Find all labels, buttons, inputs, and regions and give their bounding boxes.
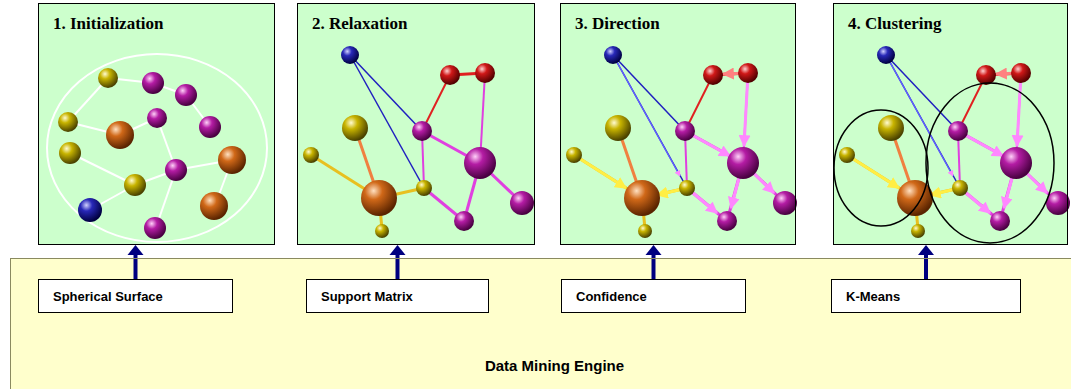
method-box: Support Matrix: [306, 279, 489, 313]
illustration-part: [144, 217, 166, 239]
method-box: K-Means: [831, 279, 1021, 313]
illustration-part: [560, 3, 796, 245]
method-box: Spherical Surface: [38, 279, 233, 313]
flow-arrow: [646, 245, 662, 279]
illustration-part: [833, 3, 1068, 245]
flow-arrow: [918, 245, 934, 279]
method-label: Confidence: [576, 289, 647, 304]
illustration-part: [926, 83, 1054, 243]
stage-panel: 3. Direction: [560, 3, 796, 245]
clustered-network: [839, 46, 1070, 238]
illustration-part: [200, 192, 228, 220]
illustration-part: [78, 198, 102, 222]
illustration-part: [58, 112, 78, 132]
illustration-part: [142, 72, 164, 94]
cluster-outlines: [834, 83, 1054, 243]
illustration-part: [147, 108, 167, 128]
stage-panel: 4. Clustering: [833, 3, 1068, 245]
flow-arrow: [128, 245, 144, 279]
illustration-part: [199, 116, 221, 138]
directed-network: [566, 46, 797, 238]
relaxed-network: [303, 46, 534, 238]
illustration-part: [106, 121, 134, 149]
method-label: Spherical Surface: [53, 289, 163, 304]
illustration-part: [303, 46, 534, 238]
arrow-head: [646, 245, 662, 255]
stage-title: 3. Direction: [575, 14, 660, 34]
method-label: K-Means: [846, 289, 900, 304]
illustration-part: [38, 3, 275, 245]
engine-title: Data Mining Engine: [11, 357, 1071, 374]
illustration-part: [165, 159, 187, 181]
arrow-head: [128, 245, 144, 255]
stage-panel: 2. Relaxation: [297, 3, 535, 245]
illustration-part: [175, 84, 197, 106]
illustration-part: [839, 46, 1070, 238]
illustration-part: [218, 146, 246, 174]
stage-title: 2. Relaxation: [312, 14, 407, 34]
illustration-part: [297, 3, 535, 245]
illustration-part: [59, 142, 81, 164]
engine-band: Data Mining Engine Spherical Surface Suppo…: [10, 258, 1071, 389]
illustration-part: [98, 68, 118, 88]
illustration-part: [124, 174, 146, 196]
arrow-head: [390, 245, 406, 255]
illustration-part: [566, 46, 797, 238]
initial-network: [47, 54, 267, 242]
illustration-part: [834, 110, 928, 226]
arrow-head: [918, 245, 934, 255]
illustration-part: [47, 54, 267, 242]
illustration-part: [68, 78, 232, 230]
flow-arrow: [390, 245, 406, 279]
stage-title: 1. Initialization: [53, 14, 164, 34]
method-label: Support Matrix: [321, 289, 413, 304]
stage-panel: 1. Initialization: [38, 3, 275, 245]
stage-title: 4. Clustering: [848, 14, 942, 34]
method-box: Confidence: [561, 279, 746, 313]
